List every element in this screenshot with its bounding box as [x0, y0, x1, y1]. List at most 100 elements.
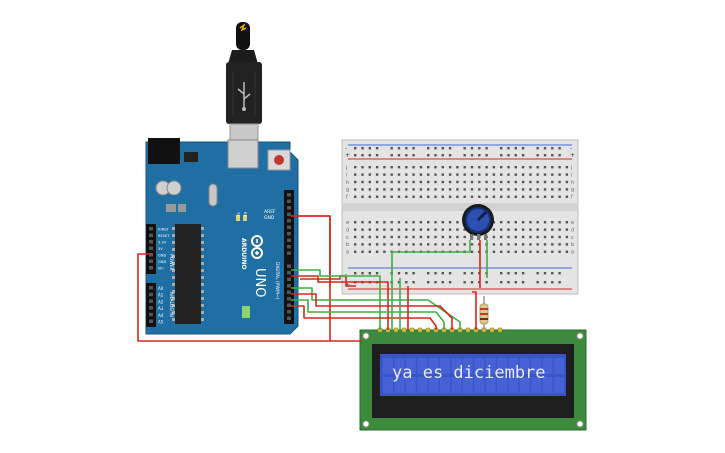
lcd-pin[interactable]	[393, 327, 399, 333]
power-pin[interactable]	[149, 233, 153, 238]
digital-pin[interactable]	[287, 232, 291, 236]
analog-pin[interactable]	[149, 306, 153, 310]
breadboard-row-letter: f	[346, 195, 348, 201]
lcd-character-cell	[428, 377, 439, 393]
wire-d11[interactable]	[291, 275, 389, 330]
wire-d4[interactable]	[291, 293, 453, 330]
wire-d12[interactable]	[291, 269, 381, 330]
analog-pin[interactable]	[149, 286, 153, 290]
power-pin[interactable]	[149, 259, 153, 264]
lcd-character-cell	[462, 358, 473, 374]
lcd-pin[interactable]	[401, 327, 407, 333]
usb-cable[interactable]	[226, 22, 262, 155]
breadboard-row-letter: f	[571, 195, 573, 201]
power-pin[interactable]	[149, 227, 153, 231]
lcd-character-cell	[440, 377, 450, 393]
digital-pin[interactable]	[287, 219, 291, 223]
lcd-character-cell	[531, 377, 542, 393]
digital-pin[interactable]	[287, 277, 291, 282]
rx-label: RX	[243, 212, 247, 217]
wire-pot-wiper[interactable]	[391, 240, 471, 330]
resistor[interactable]	[479, 296, 489, 330]
analog-pin-label: A1	[158, 293, 164, 298]
wire-rail-b[interactable]	[345, 276, 356, 287]
lcd-character-cell	[554, 358, 564, 374]
digital-pin[interactable]	[287, 271, 291, 275]
analog-pin-label: A2	[158, 299, 164, 304]
analog-pin[interactable]	[149, 312, 153, 317]
power-pin[interactable]	[149, 253, 153, 257]
wire-d5[interactable]	[291, 287, 461, 330]
lcd-character-cell	[428, 358, 439, 374]
lcd-character-cell	[508, 358, 519, 374]
arduino-uno-board[interactable]: ARDUINO UNO DIGITAL (PWM~) AREF GND TX R…	[145, 138, 299, 335]
digital-pin[interactable]	[287, 303, 291, 308]
digital-pin[interactable]	[287, 199, 291, 204]
capacitor	[166, 180, 182, 196]
lcd-character-cell	[451, 358, 462, 374]
power-pin[interactable]	[149, 246, 153, 251]
lcd-pin[interactable]	[497, 327, 503, 333]
lcd-character-cell	[383, 358, 393, 374]
digital-pin[interactable]	[287, 225, 291, 230]
digital-pin[interactable]	[287, 290, 291, 295]
lcd-character-cell	[417, 358, 428, 374]
digital-pin[interactable]	[287, 193, 291, 197]
digital-header	[284, 190, 294, 324]
power-pin[interactable]	[149, 266, 153, 270]
lcd-pin[interactable]	[417, 327, 423, 333]
lcd-pin[interactable]	[425, 327, 431, 333]
wire-gnd-a[interactable]	[291, 215, 331, 286]
gnd-label: GND	[264, 215, 275, 221]
lcd-character-cell	[497, 377, 507, 393]
lcd-pin[interactable]	[489, 327, 495, 333]
lcd-character-cell	[542, 377, 553, 393]
lcd-pin[interactable]	[465, 327, 471, 333]
power-header	[146, 224, 156, 274]
breadboard-row-letter: h	[571, 180, 574, 186]
digital-pin[interactable]	[287, 316, 291, 321]
analog-pin[interactable]	[149, 299, 153, 303]
breadboard-row-letter: e	[571, 220, 574, 226]
digital-pin[interactable]	[287, 297, 291, 301]
power-pin-label: GND	[158, 254, 166, 258]
digital-pin[interactable]	[287, 251, 291, 256]
arduino-model-label: UNO	[252, 268, 267, 297]
arduino-brand-label: ARDUINO	[240, 238, 247, 269]
breadboard-row-letter: a	[571, 250, 574, 256]
power-pin-label: GND	[158, 260, 166, 264]
digital-pin[interactable]	[287, 264, 291, 269]
digital-pin[interactable]	[287, 245, 291, 249]
top-rail-minus-symbol-right: -	[570, 145, 572, 152]
lcd-character-cell	[519, 358, 530, 374]
digital-pin[interactable]	[287, 212, 291, 217]
lcd-character-cell	[508, 377, 519, 393]
breadboard-row-letter: j	[570, 165, 572, 171]
digital-pin[interactable]	[287, 310, 291, 314]
breadboard-row-letter: b	[346, 242, 349, 248]
lcd-pin[interactable]	[409, 327, 415, 333]
analog-pin[interactable]	[149, 292, 153, 297]
lcd-character-cell	[519, 377, 530, 393]
potentiometer[interactable]	[462, 204, 494, 240]
analog-pin[interactable]	[149, 319, 153, 324]
wire-d2[interactable]	[291, 305, 437, 330]
lcd-character-cell	[497, 358, 507, 374]
lcd-16x2-display[interactable]: ya es diciembre	[359, 327, 587, 431]
lcd-character-cell	[417, 377, 428, 393]
lcd-character-cell	[531, 358, 542, 374]
icsp-header	[242, 306, 250, 318]
top-rail-plus-symbol-right: +	[570, 152, 575, 159]
breadboard-row-letter: c	[571, 235, 574, 241]
digital-pin[interactable]	[287, 238, 291, 243]
digital-pin[interactable]	[287, 284, 291, 288]
digital-pin[interactable]	[287, 206, 291, 210]
power-pin[interactable]	[149, 240, 153, 244]
lcd-character-cell	[383, 377, 393, 393]
reset-button[interactable]	[267, 149, 291, 171]
analog-header	[146, 283, 156, 327]
wire-d3[interactable]	[291, 299, 445, 330]
wire-backlight-k[interactable]	[472, 291, 477, 330]
